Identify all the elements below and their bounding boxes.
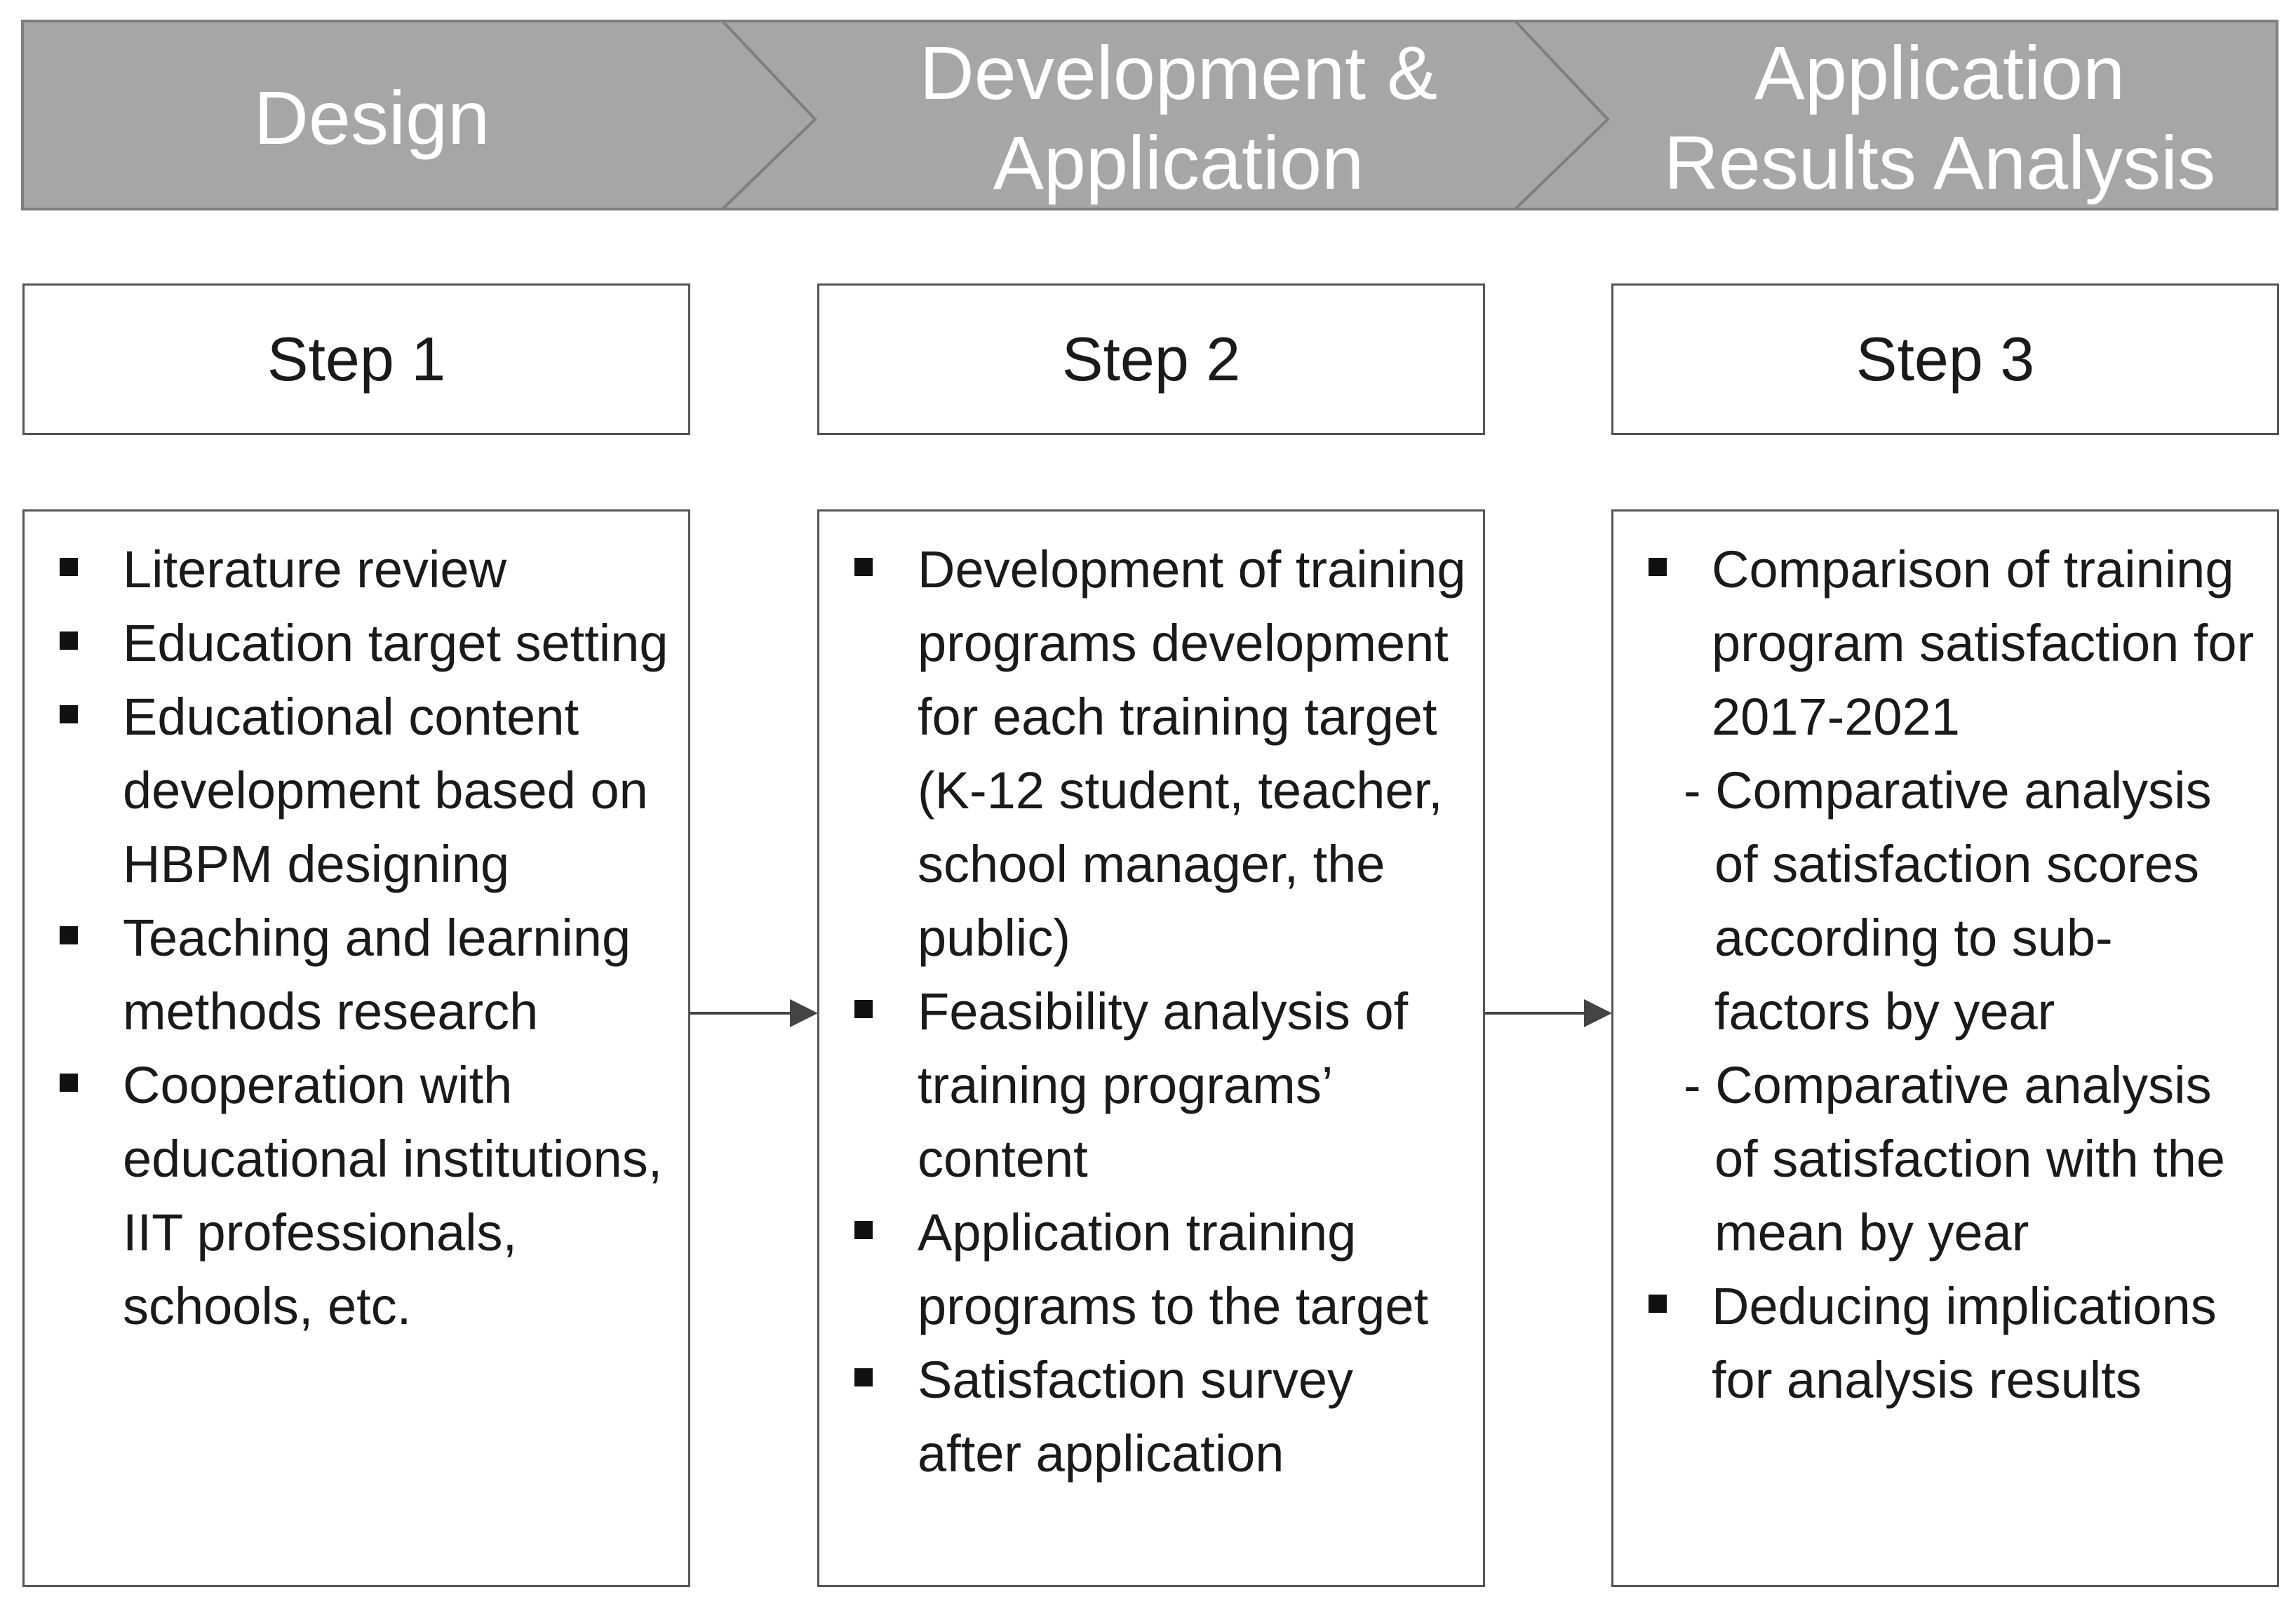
list-item: Teaching and learning methods research	[25, 901, 674, 1048]
square-bullet-icon	[60, 1074, 78, 1092]
list-item-text: Education target setting	[123, 614, 669, 672]
square-bullet-icon	[60, 558, 78, 576]
list-item: Educational content development based on…	[25, 680, 674, 901]
list-item: Feasibility analysis of training program…	[819, 975, 1469, 1196]
list-item-text: Educational content development based on…	[123, 688, 648, 893]
square-bullet-icon	[60, 631, 78, 650]
sub-list-item: - Comparative analysis of satisfaction s…	[1684, 761, 2212, 1041]
list-item-text: Comparison of training program satisfact…	[1712, 540, 2255, 746]
list-item-text: Deducing implications for analysis resul…	[1712, 1277, 2217, 1409]
phase-label-line: Application	[1754, 30, 2126, 115]
phase-label-line: Results Analysis	[1663, 120, 2216, 205]
list-item: Education target setting	[25, 606, 674, 680]
step-2-box: Step 2	[817, 283, 1485, 435]
phase-label-development: Development &Application	[765, 28, 1592, 208]
list-item: Deducing implications for analysis resul…	[1613, 1269, 2263, 1417]
list-item: Comparison of training program satisfact…	[1613, 533, 2263, 754]
list-item-text: Teaching and learning methods research	[123, 909, 631, 1041]
step-3-title: Step 3	[1855, 324, 2035, 394]
list-item: Application training programs to the tar…	[819, 1196, 1469, 1343]
square-bullet-icon	[1649, 1295, 1667, 1313]
list-item: Cooperation with educational institution…	[25, 1048, 674, 1343]
step-3-box: Step 3	[1611, 283, 2279, 435]
sub-list: - Comparative analysis of satisfaction s…	[1613, 754, 2263, 1269]
step-2-list: Development of training programs develop…	[819, 533, 1469, 1490]
step-3-list: Comparison of training program satisfact…	[1613, 533, 2263, 754]
square-bullet-icon	[60, 926, 78, 944]
step-3-list-continued: Deducing implications for analysis resul…	[1613, 1269, 2263, 1417]
step-2-content: Development of training programs develop…	[817, 509, 1485, 1587]
list-item-text: Cooperation with educational institution…	[123, 1056, 663, 1335]
step-3-content: Comparison of training program satisfact…	[1611, 509, 2279, 1587]
list-item-text: Satisfaction survey after application	[918, 1351, 1354, 1483]
list-item-text: Development of training programs develop…	[918, 540, 1466, 967]
list-item-text: Application training programs to the tar…	[918, 1203, 1429, 1335]
phase-label-design: Design	[253, 75, 490, 160]
list-item-text: Feasibility analysis of training program…	[918, 982, 1409, 1188]
square-bullet-icon	[854, 1000, 873, 1018]
step-1-list: Literature review Education target setti…	[25, 533, 674, 1343]
phase-banner	[21, 20, 2278, 210]
square-bullet-icon	[60, 705, 78, 723]
square-bullet-icon	[854, 1368, 873, 1386]
sub-list-item: - Comparative analysis of satisfaction w…	[1684, 1056, 2226, 1262]
phase-chevron-results	[1512, 20, 2278, 210]
phase-label-line: Development &	[919, 30, 1438, 115]
step-1-content: Literature review Education target setti…	[22, 509, 690, 1587]
step-1-title: Step 1	[267, 324, 446, 394]
list-item: Development of training programs develop…	[819, 533, 1469, 975]
list-item: Satisfaction survey after application	[819, 1343, 1469, 1490]
list-item: Literature review	[25, 533, 674, 606]
square-bullet-icon	[854, 1221, 873, 1239]
list-item-text: Literature review	[123, 540, 507, 599]
step-1-box: Step 1	[22, 283, 690, 435]
square-bullet-icon	[1649, 558, 1667, 576]
square-bullet-icon	[854, 558, 873, 576]
phase-label-line: Application	[993, 120, 1364, 205]
step-2-title: Step 2	[1061, 324, 1241, 394]
